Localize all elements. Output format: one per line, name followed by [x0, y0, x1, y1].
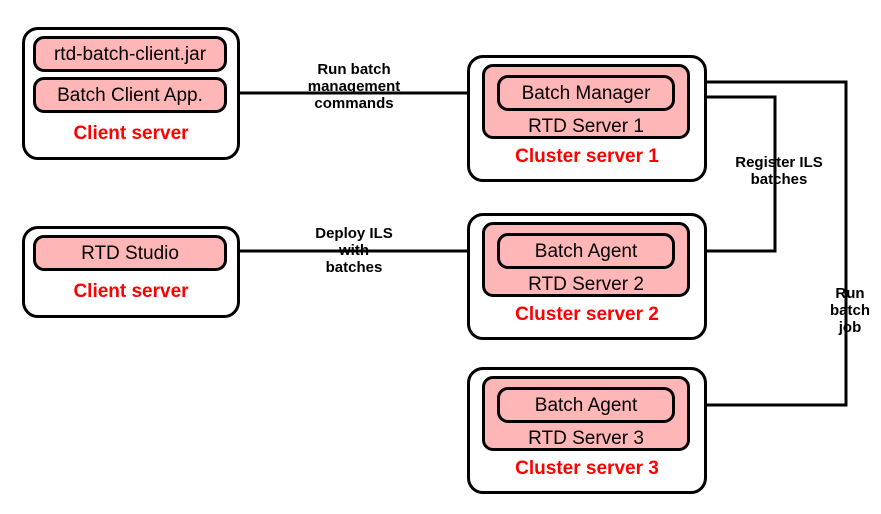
component-batch-client-app: Batch Client App. — [33, 77, 227, 113]
component-label: Batch Manager — [521, 82, 651, 104]
component-label: Batch Agent — [534, 394, 638, 416]
rtd-server-2-box: Batch Agent RTD Server 2 — [482, 222, 690, 297]
component-batch-agent-2: Batch Agent — [497, 233, 675, 269]
rtd-server-1-box: Batch Manager RTD Server 1 — [482, 64, 690, 139]
cluster-server-3-container: Batch Agent RTD Server 3 Cluster server … — [467, 367, 707, 494]
client-server-2-caption: Client server — [73, 281, 189, 302]
component-rtd-studio: RTD Studio — [33, 235, 227, 271]
component-label: RTD Studio — [81, 242, 179, 264]
cluster-server-2-caption: Cluster server 2 — [515, 304, 659, 325]
component-rtd-batch-client-jar: rtd-batch-client.jar — [33, 36, 227, 72]
rtd-server-3-box: Batch Agent RTD Server 3 — [482, 376, 690, 451]
cluster-server-1-container: Batch Manager RTD Server 1 Cluster serve… — [467, 55, 707, 182]
rtd-server-2-label: RTD Server 2 — [528, 274, 644, 295]
rtd-server-1-label: RTD Server 1 — [528, 116, 644, 137]
cluster-server-1-caption: Cluster server 1 — [515, 146, 659, 167]
component-label: Batch Agent — [534, 240, 638, 262]
component-label: Batch Client App. — [57, 84, 203, 106]
component-batch-manager: Batch Manager — [497, 75, 675, 111]
component-batch-agent-3: Batch Agent — [497, 387, 675, 423]
cluster-server-2-container: Batch Agent RTD Server 2 Cluster server … — [467, 213, 707, 340]
component-label: rtd-batch-client.jar — [53, 43, 207, 65]
cluster-server-3-caption: Cluster server 3 — [515, 458, 659, 479]
wire-label-register-ils-batches: Register ILS batches — [735, 154, 823, 188]
wire-label-run-batch-management-commands: Run batch management commands — [307, 61, 401, 112]
client-server-1-container: rtd-batch-client.jar Batch Client App. C… — [22, 27, 240, 160]
rtd-server-3-label: RTD Server 3 — [528, 428, 644, 449]
wire-label-deploy-ils-with-batches: Deploy ILS with batches — [315, 225, 393, 276]
client-server-1-caption: Client server — [73, 123, 189, 144]
client-server-2-container: RTD Studio Client server — [22, 226, 240, 318]
wire-label-run-batch-job: Run batch job — [829, 285, 870, 336]
